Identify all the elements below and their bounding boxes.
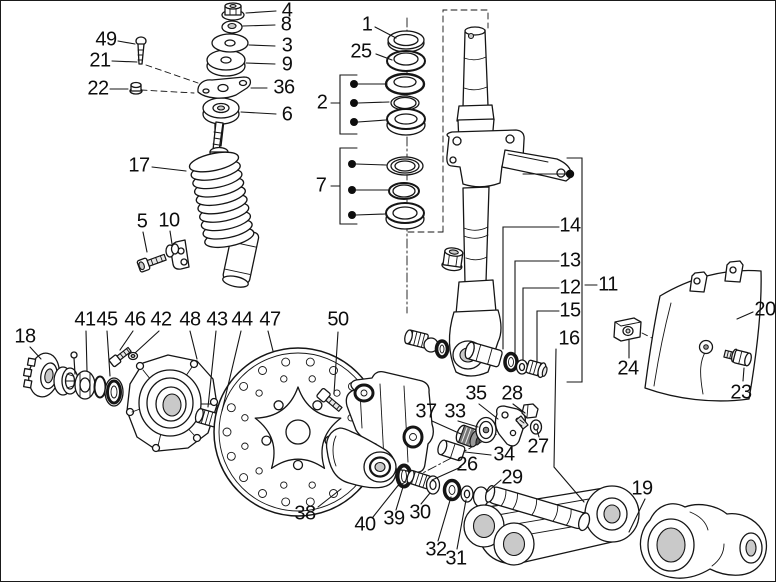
part-label-22: 22: [87, 77, 109, 100]
part-label-29: 29: [501, 466, 523, 489]
link-cover: [639, 503, 768, 579]
part-label-16: 16: [558, 327, 580, 350]
part-label-27: 27: [527, 435, 549, 458]
part-label-23: 23: [730, 381, 752, 404]
hub-cap: [22, 352, 60, 398]
part-label-49: 49: [95, 28, 117, 51]
part-label-50: 50: [327, 308, 349, 331]
part-label-6: 6: [281, 103, 293, 126]
part-label-40: 40: [354, 513, 376, 536]
cover-screw: [723, 348, 752, 367]
part-label-48: 48: [179, 308, 201, 331]
part-label-34: 34: [493, 443, 515, 466]
part-label-7: 7: [315, 174, 327, 197]
part-label-18: 18: [14, 325, 36, 348]
part-label-45: 45: [96, 308, 118, 331]
part-label-25: 25: [350, 40, 372, 63]
part-label-1: 1: [361, 13, 373, 36]
shock-body: [222, 228, 260, 288]
part-label-32: 32: [425, 538, 447, 561]
wheel-hub: [22, 346, 234, 453]
part-label-11: 11: [598, 273, 618, 296]
part-label-39: 39: [383, 507, 405, 530]
part-label-28: 28: [501, 382, 523, 405]
part-label-19: 19: [631, 477, 653, 500]
part-label-30: 30: [409, 501, 431, 524]
part-label-44: 44: [231, 308, 253, 331]
part-label-46: 46: [124, 308, 146, 331]
part-label-31: 31: [445, 547, 467, 570]
part-label-43: 43: [206, 308, 228, 331]
part-label-5: 5: [136, 210, 148, 233]
part-label-2: 2: [316, 91, 328, 114]
steering-bearings-stack: [384, 30, 426, 230]
axle-pin: [464, 341, 503, 368]
side-cover-panel: [613, 260, 762, 402]
part-label-26: 26: [456, 453, 478, 476]
part-label-4: 4: [281, 0, 293, 22]
part-label-17: 17: [128, 154, 150, 177]
damper-mount-stack: [129, 2, 252, 147]
part-label-8: 8: [280, 13, 292, 36]
part-label-35: 35: [465, 382, 487, 405]
part-label-13: 13: [559, 249, 581, 272]
part-label-21: 21: [89, 49, 111, 72]
front-axle-parts: [404, 329, 548, 379]
spacer-bushing: [437, 439, 466, 462]
part-label-10: 10: [158, 209, 180, 232]
brake-disc: [213, 347, 383, 517]
shock-absorber: [136, 121, 260, 288]
part-label-47: 47: [259, 308, 281, 331]
part-label-20: 20: [754, 298, 776, 321]
splined-pin: [406, 469, 432, 490]
caliper-bracket: [325, 370, 434, 489]
part-label-36: 36: [273, 76, 295, 99]
part-label-9: 9: [281, 53, 293, 76]
link-small-parts: [395, 403, 543, 508]
coil-spring: [188, 151, 255, 249]
part-label-38: 38: [294, 502, 316, 525]
part-label-42: 42: [150, 308, 172, 331]
part-label-3: 3: [281, 34, 293, 57]
part-label-14: 14: [559, 214, 581, 237]
fork-column: [441, 26, 572, 377]
leader-lines: [29, 10, 754, 550]
part-label-24: 24: [617, 357, 639, 380]
part-label-41: 41: [74, 308, 96, 331]
swingarm-link: [463, 485, 640, 566]
part-label-33: 33: [444, 400, 466, 423]
pivot-pin: [484, 485, 591, 532]
part-label-15: 15: [559, 299, 581, 322]
part-label-37: 37: [415, 400, 437, 423]
part-label-12: 12: [559, 276, 581, 299]
disc-bolt: [316, 387, 343, 412]
shock-bolt: [136, 253, 167, 273]
